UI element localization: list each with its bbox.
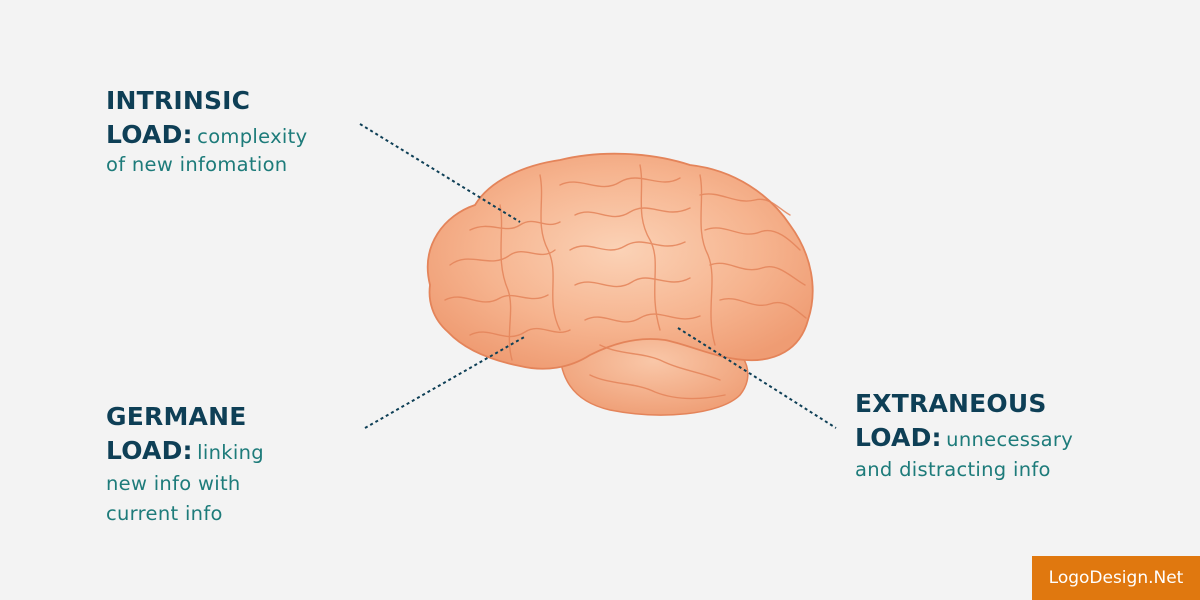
extraneous-term-line1: EXTRANEOUS [855, 389, 1047, 418]
germane-desc-line3: current info [106, 502, 223, 525]
brain-cerebrum [426, 152, 814, 370]
extraneous-desc-line1: unnecessary [946, 428, 1074, 451]
intrinsic-term-line1: INTRINSIC [106, 86, 251, 115]
logodesign-watermark: LogoDesign.Net [1032, 556, 1200, 600]
intrinsic-load-label: INTRINSIC LOAD: complexity of new infoma… [106, 86, 356, 178]
germane-load-label: GERMANE LOAD: linking new info with curr… [106, 402, 326, 530]
connector-germane [364, 335, 527, 429]
intrinsic-term-line2: LOAD: [106, 120, 193, 149]
intrinsic-desc-line1: complexity [197, 125, 308, 148]
extraneous-term-line2: LOAD: [855, 423, 942, 452]
connector-intrinsic [359, 123, 521, 223]
extraneous-desc-line2: and distracting info [855, 458, 1051, 481]
germane-term-line2: LOAD: [106, 436, 193, 465]
germane-desc-line1: linking [197, 441, 264, 464]
connector-extraneous [677, 327, 837, 429]
germane-desc-line2: new info with [106, 472, 241, 495]
germane-term-line1: GERMANE [106, 402, 247, 431]
intrinsic-desc-line2: of new infomation [106, 153, 288, 176]
extraneous-load-label: EXTRANEOUS LOAD: unnecessary and distrac… [855, 389, 1135, 485]
brain-folds [444, 164, 807, 400]
